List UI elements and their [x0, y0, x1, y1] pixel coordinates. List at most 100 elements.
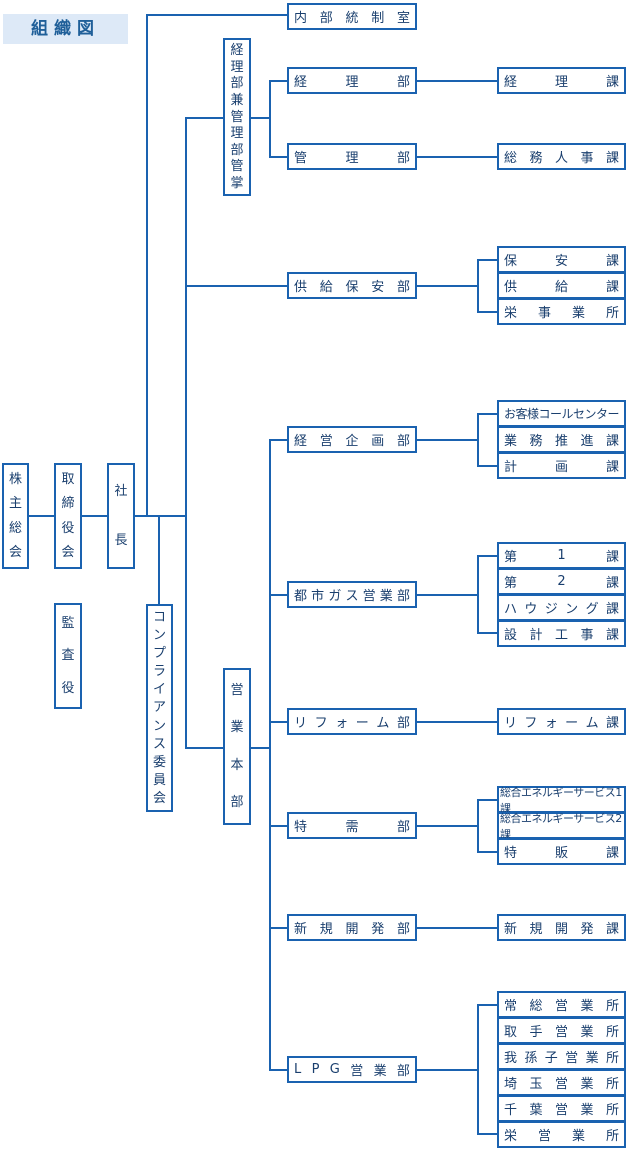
label-char: L	[294, 1062, 302, 1077]
label-char: 課	[605, 922, 619, 937]
label-char: 内	[294, 11, 308, 26]
connector	[477, 851, 498, 853]
connector	[185, 117, 224, 119]
node-keiri-kanri: 経理部兼管理部管掌	[223, 38, 251, 196]
label-char: ン	[152, 628, 166, 644]
label-char: 員	[152, 772, 166, 788]
label-char: 課	[605, 460, 619, 475]
connector	[477, 413, 479, 466]
connector	[269, 439, 271, 1070]
connector	[477, 259, 498, 261]
connector	[269, 80, 271, 157]
node-joso-eigyosho: 常総営業所	[497, 991, 626, 1018]
node-kabunushi-sokai: 株主総会	[2, 463, 29, 569]
node-abiko-eigyosho: 我孫子営業所	[497, 1043, 626, 1070]
label-char: 務	[529, 151, 543, 166]
connector	[146, 14, 288, 16]
label-char: 業	[230, 720, 244, 736]
label-char: 管	[230, 159, 244, 175]
label-char: 営	[554, 999, 568, 1014]
connector	[477, 1004, 498, 1006]
node-kansayaku: 監査役	[54, 603, 82, 709]
label-char: リ	[504, 716, 518, 731]
node-toride-eigyosho: 取手営業所	[497, 1017, 626, 1044]
label-char: 保	[504, 254, 518, 269]
node-shinki-kaihatsubu: 新規開発部	[287, 914, 417, 941]
label-char: 課	[605, 434, 619, 449]
label-char: 室	[396, 11, 410, 26]
label-char: 市	[311, 589, 325, 604]
label-char: 葉	[529, 1103, 543, 1118]
label-char: 営	[537, 1129, 551, 1144]
label-char: 特	[504, 846, 518, 861]
label-char: ー	[355, 716, 369, 731]
connector	[269, 927, 288, 929]
label-char: 営	[554, 1025, 568, 1040]
label-char: 経	[294, 434, 308, 449]
node-energy1ka: 総合エネルギーサービス1課	[497, 786, 626, 815]
label-char: 業	[504, 434, 518, 449]
node-compliance: コンプライアンス委員会	[146, 604, 173, 812]
label-char: 推	[554, 434, 568, 449]
label-char: リ	[294, 716, 308, 731]
connector	[269, 594, 288, 596]
label-char: 務	[529, 434, 543, 449]
label-char: P	[311, 1062, 320, 1077]
label-char: 会	[152, 790, 166, 806]
label-char: 部	[396, 280, 410, 295]
label-char: 役	[61, 520, 75, 536]
node-saitama-eigyosho: 埼玉営業所	[497, 1069, 626, 1096]
connector	[477, 799, 498, 801]
label-char: 孫	[524, 1051, 538, 1066]
label-char: 規	[529, 922, 543, 937]
label-char: 営	[362, 589, 376, 604]
node-keirika: 経理課	[497, 67, 626, 94]
label-char: ム	[585, 716, 599, 731]
label-char: 我	[504, 1051, 518, 1066]
label-char: 事	[580, 628, 594, 643]
label-char: 営	[554, 1077, 568, 1092]
label-char: 埼	[504, 1077, 518, 1092]
label-char: 需	[345, 820, 359, 835]
label-char: 業	[580, 1103, 594, 1118]
label-char: 課	[605, 254, 619, 269]
label-char: 業	[580, 999, 594, 1014]
connector	[477, 311, 498, 313]
node-gyomu-suishinka: 業務推進課	[497, 426, 626, 453]
label-char: ア	[152, 700, 166, 716]
label-char: 課	[605, 602, 619, 617]
node-customer-center: お客様コールセンター	[497, 400, 626, 427]
connector	[477, 259, 479, 312]
label-char: 工	[554, 628, 568, 643]
connector	[477, 799, 479, 852]
label-char: 制	[371, 11, 385, 26]
node-reform-bu: リフォーム部	[287, 708, 417, 735]
label-char: 部	[319, 11, 333, 26]
node-label: 総合エネルギーサービス2課	[500, 811, 622, 841]
label-char: ウ	[524, 602, 538, 617]
label-char: 設	[504, 628, 518, 643]
node-kyokyuka: 供給課	[497, 272, 626, 299]
label-char: 業	[571, 306, 585, 321]
node-eigyo-honbu: 営業本部	[223, 668, 251, 825]
connector	[416, 594, 478, 596]
label-char: 安	[371, 280, 385, 295]
label-char: 理	[345, 75, 359, 90]
label-char: 長	[114, 533, 128, 548]
label-char: 社	[114, 484, 128, 499]
label-char: 課	[605, 280, 619, 295]
connector	[477, 555, 498, 557]
label-char: 課	[605, 576, 619, 591]
label-char: 管	[230, 109, 244, 125]
label-char: 業	[373, 1064, 387, 1079]
connector	[477, 1004, 479, 1134]
label-char: 業	[580, 1077, 594, 1092]
connector	[269, 825, 288, 827]
label-char: 経	[294, 75, 308, 90]
label-char: 画	[554, 460, 568, 475]
label-char: ハ	[504, 602, 518, 617]
label-char: 部	[396, 922, 410, 937]
label-char: ガ	[328, 589, 342, 604]
